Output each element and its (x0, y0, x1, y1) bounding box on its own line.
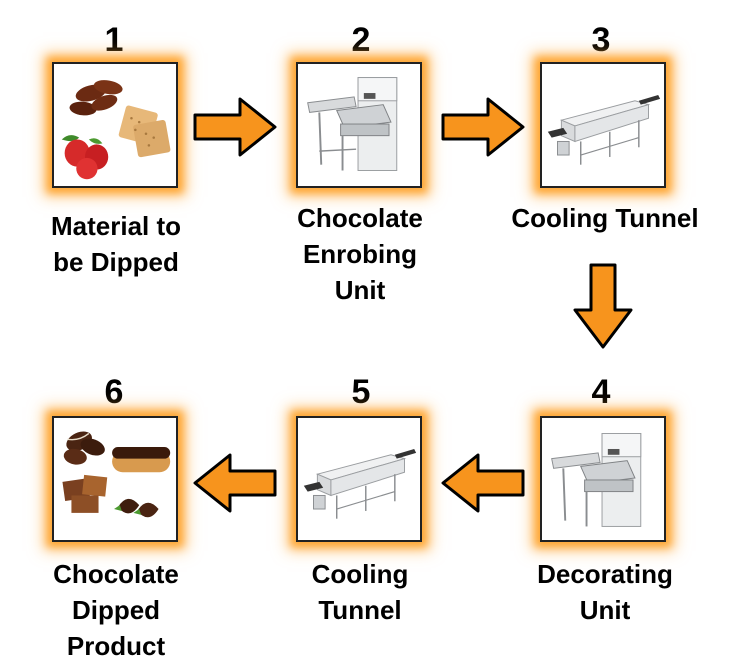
chocolate-dipped-products-image (62, 431, 171, 518)
decorating-machine-image (551, 433, 642, 527)
step-1-label: Material to be Dipped (50, 211, 182, 277)
arrow-right-1-to-2 (193, 97, 277, 157)
arrow-right-2-to-3 (441, 97, 525, 157)
dates-strawberries-biscuits-image (61, 80, 171, 180)
step-4-number: 4 (591, 373, 611, 411)
cooling-tunnel-machine-image-2 (303, 448, 417, 519)
cooling-tunnel-machine-image (547, 94, 661, 165)
enrobing-machine-image (307, 77, 398, 171)
step-5-label: Cooling Tunnel (311, 559, 409, 625)
step-5-number: 5 (351, 373, 371, 411)
step-2-label: Chocolate Enrobing Unit (297, 203, 423, 305)
step-3-number: 3 (591, 21, 611, 59)
step-3-image-frame (540, 62, 666, 188)
arrow-left-4-to-5 (441, 453, 525, 513)
arrow-down-3-to-4 (573, 263, 633, 349)
step-6-label: Chocolate Dipped Product (53, 559, 179, 661)
step-1-image-frame (52, 62, 178, 188)
step-1-number: 1 (104, 21, 124, 59)
step-2-image-frame (296, 62, 422, 188)
arrow-left-5-to-6 (193, 453, 277, 513)
step-6-number: 6 (104, 373, 124, 411)
step-2-number: 2 (351, 21, 371, 59)
step-6-image-frame (52, 416, 178, 542)
step-3-label: Cooling Tunnel (511, 203, 699, 233)
step-4-image-frame (540, 416, 666, 542)
step-5-image-frame (296, 416, 422, 542)
step-4-label: Decorating Unit (537, 559, 673, 625)
